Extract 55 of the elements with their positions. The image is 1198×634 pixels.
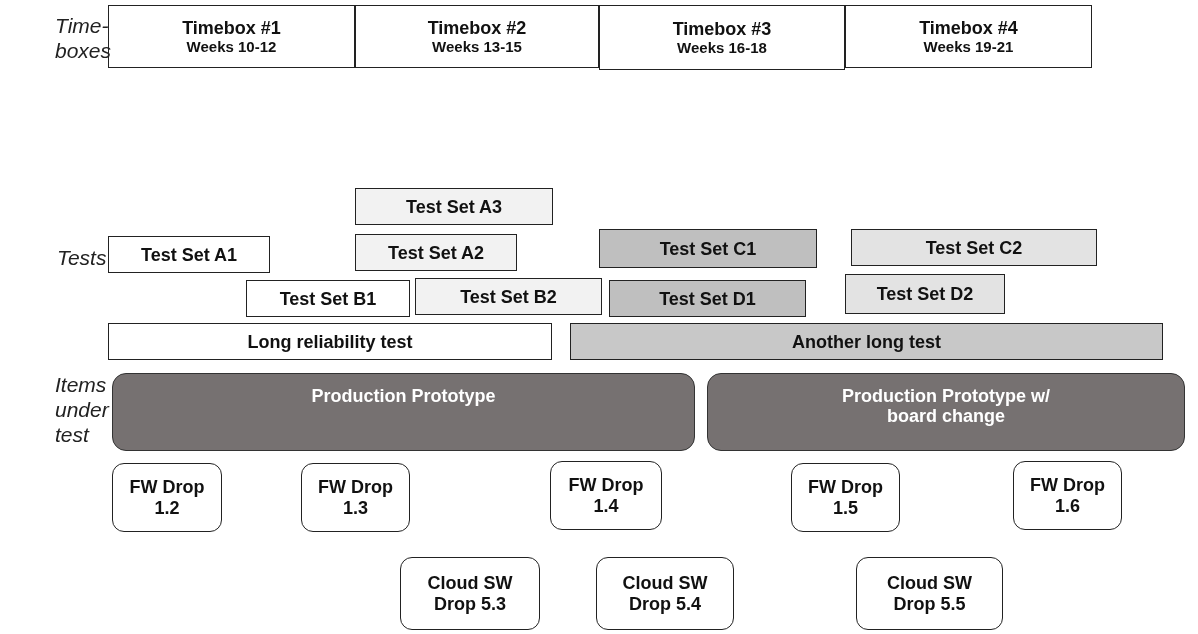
node-text: Cloud SW Drop 5.3 [426,572,514,615]
test-bar [108,323,552,360]
node-text: Cloud SW Drop 5.4 [621,572,709,615]
timebox-weeks: Weeks 10-12 [186,38,277,55]
test-bar [599,229,817,268]
node-text: Test Set D2 [876,284,974,304]
drop-box [1013,461,1122,530]
test-bar [355,234,517,271]
node-text: Cloud SW Drop 5.5 [886,572,973,615]
node-text: FW Drop 1.5 [807,476,884,519]
test-bar [851,229,1097,266]
drop-box [301,463,410,532]
drop-box [550,461,662,530]
drop-box [112,463,222,532]
node-text: Test Set D1 [659,288,756,309]
node-text: FW Drop 1.3 [317,476,394,519]
node-text: Test Set C2 [925,237,1023,258]
timebox-weeks: Weeks 16-18 [677,39,767,56]
timebox-box [355,5,599,68]
prototype-bar [707,373,1185,451]
node-text: Production Prototype w/ board change [841,386,1051,426]
drop-box [791,463,900,532]
timebox-title: Timebox #1 [182,18,281,38]
timebox-box [599,5,845,70]
drop-box [596,557,734,630]
node-text: FW Drop 1.6 [1029,474,1106,517]
node-text: Test Set C1 [659,238,757,259]
prototype-bar [112,373,695,451]
timebox-title: Timebox #3 [672,19,772,39]
timebox-weeks: Weeks 19-21 [923,38,1014,55]
drop-box [400,557,540,630]
test-bar [415,278,602,315]
node-text: FW Drop 1.2 [128,476,206,519]
node-text: Test Set A1 [141,244,237,265]
node-text: Another long test [792,331,941,352]
drop-box [856,557,1003,630]
test-bar [246,280,410,317]
node-text: Test Set A3 [406,196,502,217]
test-bar [108,236,270,273]
node-text: Test Set B1 [279,288,377,309]
timebox-box [845,5,1092,68]
test-bar [355,188,553,225]
node-text: Production Prototype [311,386,496,406]
test-bar [570,323,1163,360]
node-text: Long reliability test [247,331,413,352]
timebox-weeks: Weeks 13-15 [432,38,522,55]
test-bar [845,274,1005,314]
timebox-title: Timebox #2 [427,18,527,38]
node-text: Test Set A2 [388,242,484,263]
node-text: FW Drop 1.4 [567,474,645,517]
row-label: Tests [57,245,108,270]
timebox-title: Timebox #4 [919,18,1018,38]
node-text: Test Set B2 [460,286,557,307]
test-bar [609,280,806,317]
row-label: Items under test [55,372,111,447]
